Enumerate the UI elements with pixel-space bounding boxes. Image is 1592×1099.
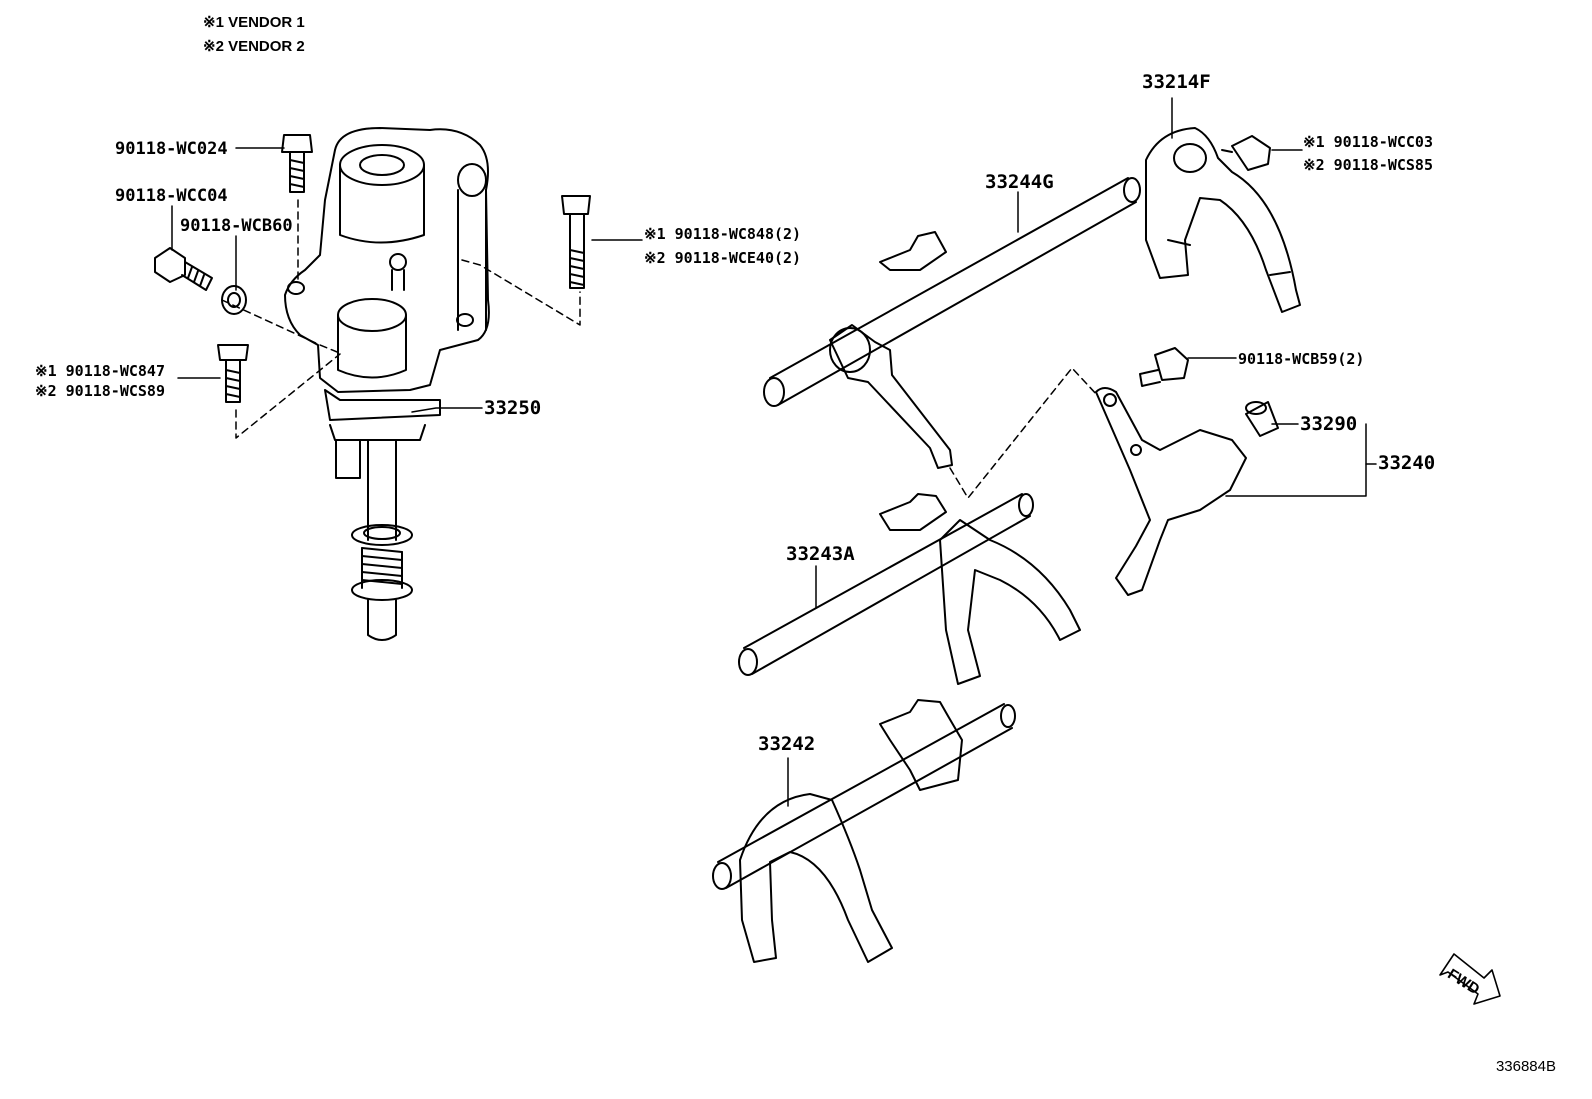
label-90118-wcb60: 90118-WCB60 [180, 216, 293, 236]
shift-fork-33214f [1145, 127, 1301, 313]
fork-shaft-33242 [712, 699, 1016, 963]
label-90118-wc848: ※1 90118-WC848(2) [644, 225, 802, 243]
bolt-90118-wcc03 [1221, 135, 1271, 171]
leader-lines [171, 97, 1377, 807]
shift-lever-housing-33250 [284, 127, 490, 641]
label-90118-wcc03: ※1 90118-WCC03 [1303, 133, 1433, 151]
shift-lever-33240 [1095, 387, 1247, 596]
legend-vendor-2: ※2 VENDOR 2 [203, 38, 305, 55]
plug-90118-wcc04 [154, 247, 213, 291]
label-90118-wc024: 90118-WC024 [115, 139, 228, 159]
label-90118-wc847: ※1 90118-WC847 [35, 362, 165, 380]
bolt-90118-wc847 [217, 344, 249, 403]
bushing-33290 [1245, 401, 1279, 437]
bolt-90118-wc024 [281, 134, 313, 193]
label-90118-wcb59: 90118-WCB59(2) [1238, 350, 1365, 368]
legend-vendor-1: ※1 VENDOR 1 [203, 14, 305, 31]
label-33242: 33242 [758, 733, 816, 755]
illustration-code: 336884B [1495, 1058, 1556, 1075]
bolt-90118-wc848 [561, 195, 591, 289]
fork-shaft-33243a [738, 493, 1081, 685]
label-33290: 33290 [1300, 413, 1358, 435]
label-90118-wcs85: ※2 90118-WCS85 [1303, 156, 1433, 174]
label-90118-wcs89: ※2 90118-WCS89 [35, 382, 165, 400]
label-33240: 33240 [1378, 452, 1436, 474]
label-90118-wcc04: 90118-WCC04 [115, 186, 228, 206]
label-90118-wce40: ※2 90118-WCE40(2) [644, 249, 802, 267]
bolt-90118-wcb59 [1139, 347, 1189, 387]
fork-shaft-33244g [763, 177, 1141, 469]
dashed-guides [221, 199, 1099, 499]
washer-90118-wcb60 [221, 285, 247, 315]
label-33214f: 33214F [1142, 71, 1211, 93]
label-33243a: 33243A [786, 543, 855, 565]
label-33250: 33250 [484, 397, 542, 419]
label-33244g: 33244G [985, 171, 1054, 193]
fwd-arrow-icon [1439, 953, 1501, 1005]
